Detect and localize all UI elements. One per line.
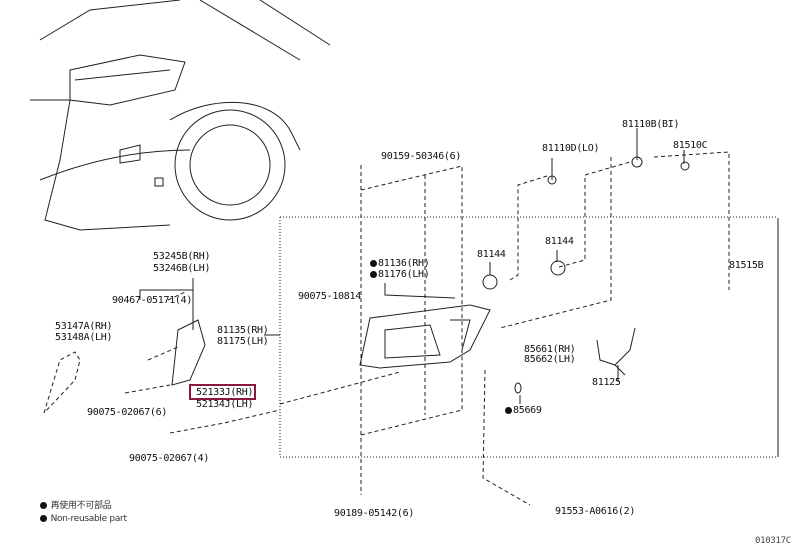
part-label-81515b[interactable]: 81515B <box>729 260 764 271</box>
part-label-81510c[interactable]: 81510C <box>673 140 708 151</box>
part-label-53246b[interactable]: 53246B(LH) <box>153 263 211 274</box>
part-label-52133j[interactable]: 52133J(RH) <box>196 387 254 398</box>
highlight-box <box>189 384 256 400</box>
non-reusable-dot-icon <box>505 407 512 414</box>
part-label-81144-b[interactable]: 81144 <box>545 236 574 247</box>
non-reusable-dot-icon <box>40 515 47 522</box>
part-label-81135[interactable]: 81135(RH) <box>217 325 269 336</box>
part-label-81175[interactable]: 81175(LH) <box>217 336 269 347</box>
headlamp-assembly <box>359 304 491 369</box>
part-label-81110b[interactable]: 81110B(BI) <box>622 119 680 130</box>
bulb-socket-cap <box>482 274 498 290</box>
bracket-part <box>171 319 206 386</box>
non-reusable-dot-icon <box>370 260 377 267</box>
part-number: 81176(LH) <box>378 269 430 280</box>
part-label-81110d[interactable]: 81110D(LO) <box>542 143 600 154</box>
part-label-91553[interactable]: 91553-A0616(2) <box>555 506 636 517</box>
part-label-81144-a[interactable]: 81144 <box>477 249 506 260</box>
part-label-90075-02067-4[interactable]: 90075-02067(4) <box>129 453 210 464</box>
part-label-53245b[interactable]: 53245B(RH) <box>153 251 211 262</box>
non-reusable-dot-icon <box>370 271 377 278</box>
part-number: 85669 <box>513 405 542 416</box>
part-label-81176[interactable]: 81176(LH) <box>370 269 430 280</box>
part-label-81125[interactable]: 81125 <box>592 377 621 388</box>
part-label-85661[interactable]: 85661(RH) <box>524 344 576 355</box>
part-label-90159[interactable]: 90159-50346(6) <box>381 151 462 162</box>
part-label-90189[interactable]: 90189-05142(6) <box>334 508 415 519</box>
diagram-code: 010317C <box>755 536 791 546</box>
part-number: 81136(RH) <box>378 258 430 269</box>
part-label-90075-10814[interactable]: 90075-10814 <box>298 291 361 302</box>
part-label-53148a[interactable]: 53148A(LH) <box>55 332 113 343</box>
part-label-85662[interactable]: 85662(LH) <box>524 354 576 365</box>
non-reusable-dot-icon <box>40 502 47 509</box>
part-label-90467[interactable]: 90467-05171(4) <box>112 295 193 306</box>
part-label-81136[interactable]: 81136(RH) <box>370 258 430 269</box>
legend-text: Non-reusable part <box>50 514 127 524</box>
legend-japanese: 再使用不可部品 <box>40 501 112 512</box>
part-label-90075-02067-6[interactable]: 90075-02067(6) <box>87 407 168 418</box>
vehicle-illustration <box>30 0 331 231</box>
part-label-85669[interactable]: 85669 <box>505 405 542 416</box>
part-label-53147a[interactable]: 53147A(RH) <box>55 321 113 332</box>
part-label-52134j[interactable]: 52134J(LH) <box>196 399 254 410</box>
bulb-socket-cap <box>550 260 566 276</box>
legend-text: 再使用不可部品 <box>50 501 112 511</box>
legend-english: Non-reusable part <box>40 514 127 525</box>
wire-harness <box>596 327 636 376</box>
